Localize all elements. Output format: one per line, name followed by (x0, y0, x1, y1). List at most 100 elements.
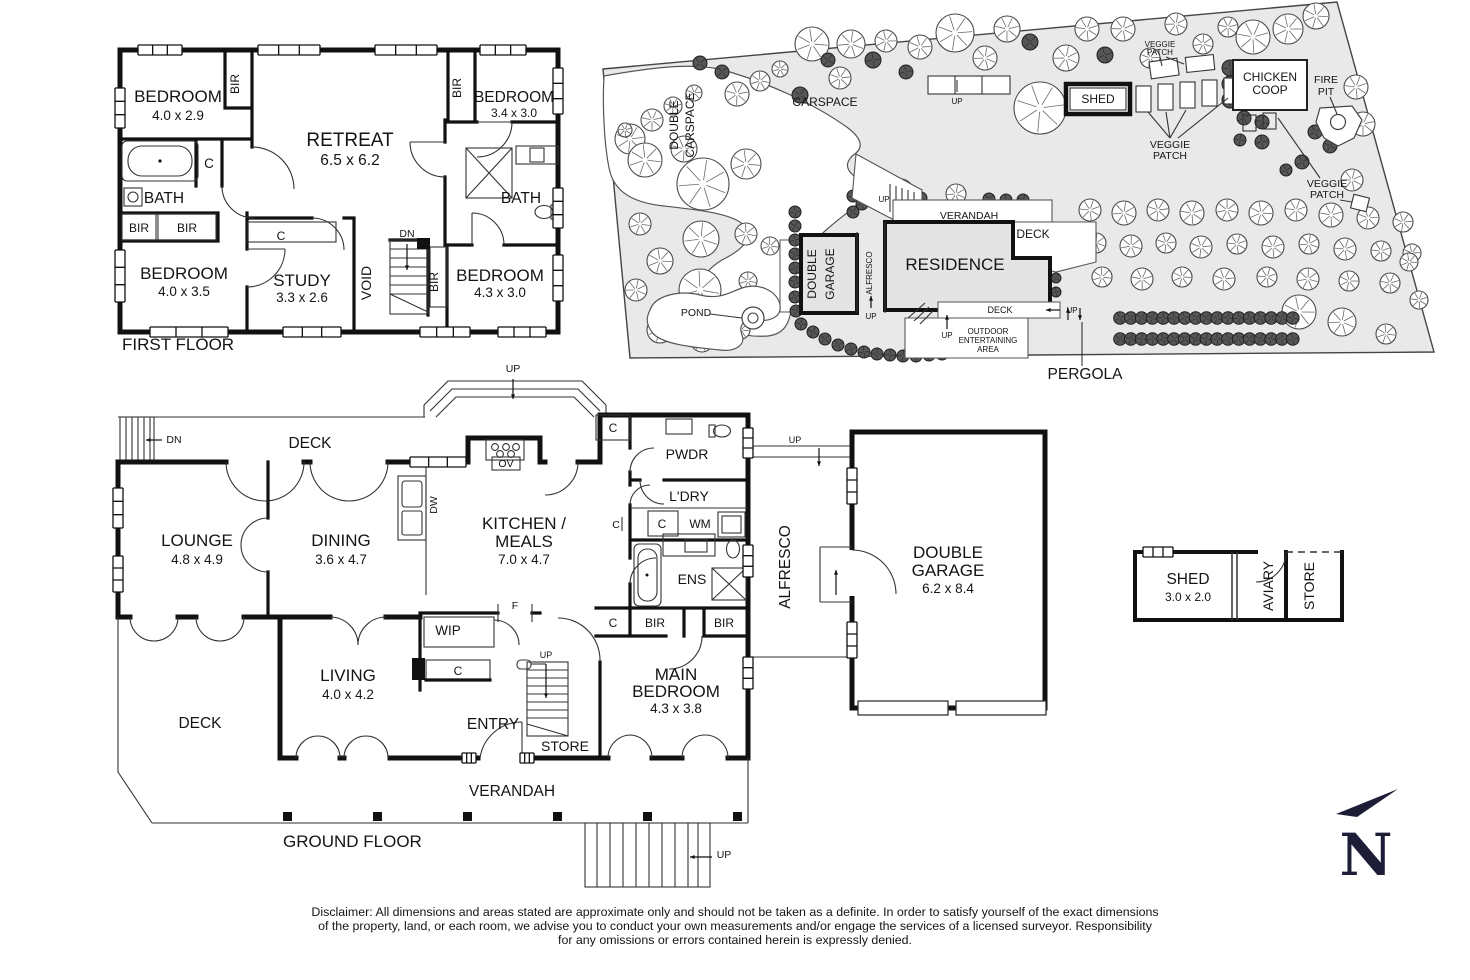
site-shed-label: SHED (1081, 92, 1115, 106)
bath-label: BATH (144, 190, 184, 207)
ensuite-label: ENS (678, 571, 707, 587)
site-deck-label: DECK (1016, 227, 1049, 241)
site-plan: CARSPACE DOUBLE CARSPACE UP VEGGIE PATCH… (602, 1, 1435, 383)
site-deck-small-label: DECK (987, 305, 1012, 315)
veggie-patch-label: VEGGIE (1150, 139, 1190, 151)
carspace-label: CARSPACE (792, 95, 857, 109)
c-label: C (612, 519, 620, 531)
up-label: UP (717, 849, 732, 861)
kitchen-dims: 7.0 x 4.7 (498, 552, 550, 567)
laundry-label: L'DRY (669, 488, 709, 504)
disclaimer: Disclaimer: All dimensions and areas sta… (311, 905, 1158, 947)
pond-label: POND (681, 307, 712, 319)
chicken-coop-label: COOP (1252, 83, 1287, 97)
retreat-dims: 6.5 x 6.2 (320, 152, 379, 169)
veggie-patch-label: PATCH (1310, 189, 1344, 201)
up-label: UP (540, 650, 553, 660)
garage-label2: GARAGE (912, 561, 985, 580)
outdoor-area-label: ENTERTAINING (959, 336, 1018, 345)
wip-label: WIP (435, 623, 461, 638)
dn-label: DN (399, 228, 414, 240)
disclaimer-line2: of the property, land, or each room, we … (318, 919, 1153, 933)
study-dims: 3.3 x 2.6 (276, 290, 328, 305)
kitchen-label: KITCHEN / (482, 514, 566, 533)
fire-pit-label: FIRE (1314, 74, 1338, 86)
main-bedroom-dims: 4.3 x 3.8 (650, 701, 702, 716)
bedroom-label: BEDROOM (134, 87, 222, 106)
fire-pit-label: PIT (1318, 86, 1335, 98)
up-label: UP (941, 331, 952, 340)
ground-floor-plan: UP DN DECK LOUNGE 4.8 x 4.9 DINING 3.6 x… (112, 44, 1344, 888)
alfresco-label: ALFRESCO (777, 525, 794, 609)
bir-label: BIR (427, 272, 441, 292)
up-label: UP (951, 97, 962, 106)
double-carspace-label: DOUBLE (667, 100, 681, 149)
deck-label: DECK (288, 435, 332, 452)
ground-floor-title: GROUND FLOOR (283, 832, 422, 851)
store-label: STORE (541, 738, 589, 754)
store-label: STORE (1301, 562, 1317, 610)
north-arrow: N (1336, 789, 1398, 889)
dining-dims: 3.6 x 4.7 (315, 552, 367, 567)
main-bedroom-label2: BEDROOM (632, 682, 720, 701)
bir-label: BIR (177, 221, 197, 235)
main-bedroom-label: MAIN (655, 665, 698, 684)
shed-label: SHED (1166, 571, 1209, 588)
bedroom-dims: 4.0 x 2.9 (152, 108, 204, 123)
north-label: N (1339, 821, 1392, 889)
disclaimer-line3: for any omissions or errors contained he… (558, 933, 912, 947)
first-floor-title: FIRST FLOOR (122, 335, 234, 354)
bir-label: BIR (129, 221, 149, 235)
site-alfresco-label: ALFRESCO (865, 251, 874, 294)
bir-label: BIR (645, 616, 665, 630)
aviary-label: AVIARY (1260, 560, 1276, 611)
first-floor-plan: BEDROOM 4.0 x 2.9 BIR RETREAT 6.5 x 6.2 … (117, 47, 561, 354)
bir-label: BIR (714, 616, 734, 630)
bedroom-dims: 4.3 x 3.0 (474, 285, 526, 300)
veggie-patch-label: PATCH (1153, 150, 1187, 162)
up-label: UP (506, 363, 521, 375)
retreat-label: RETREAT (306, 130, 394, 151)
veggie-patch-label: VEGGIE (1145, 40, 1176, 49)
bir-label: BIR (450, 78, 464, 98)
site-verandah-label: VERANDAH (940, 210, 998, 222)
c-label: C (609, 616, 618, 630)
deck-label: DECK (178, 715, 222, 732)
bedroom-label: BEDROOM (140, 264, 228, 283)
bedroom-label: BEDROOM (474, 89, 554, 106)
bir-label: BIR (228, 74, 242, 94)
lounge-dims: 4.8 x 4.9 (171, 552, 223, 567)
up-label: UP (878, 195, 889, 204)
study-label: STUDY (273, 271, 331, 290)
double-carspace-label2: CARSPACE (683, 92, 697, 157)
outdoor-area-label: AREA (977, 345, 999, 354)
c-label: C (204, 156, 214, 171)
chicken-coop-label: CHICKEN (1243, 70, 1297, 84)
living-dims: 4.0 x 4.2 (322, 687, 374, 702)
living-label: LIVING (320, 666, 376, 685)
veggie-patch-label: VEGGIE (1307, 178, 1347, 190)
shed-dims: 3.0 x 2.0 (1165, 590, 1211, 604)
entry-label: ENTRY (467, 716, 519, 733)
dishwasher-label: DW (428, 496, 440, 514)
c-label: C (658, 517, 667, 531)
up-label: UP (865, 312, 876, 321)
residence-label: RESIDENCE (905, 255, 1004, 274)
garage-label: DOUBLE (913, 543, 983, 562)
c-label: C (454, 664, 463, 678)
c-label: C (277, 229, 286, 243)
oven-label: OV (498, 458, 513, 470)
up-label: UP (1066, 306, 1077, 315)
veggie-patch-label: PATCH (1147, 48, 1173, 57)
void-label: VOID (358, 266, 374, 300)
up-label: UP (789, 435, 802, 445)
lounge-label: LOUNGE (161, 531, 233, 550)
pergola-label: PERGOLA (1048, 366, 1124, 383)
verandah-label: VERANDAH (469, 783, 555, 800)
bedroom-dims: 4.0 x 3.5 (158, 284, 210, 299)
kitchen-label2: MEALS (495, 532, 553, 551)
c-label: C (609, 421, 618, 435)
disclaimer-line1: Disclaimer: All dimensions and areas sta… (311, 905, 1158, 919)
